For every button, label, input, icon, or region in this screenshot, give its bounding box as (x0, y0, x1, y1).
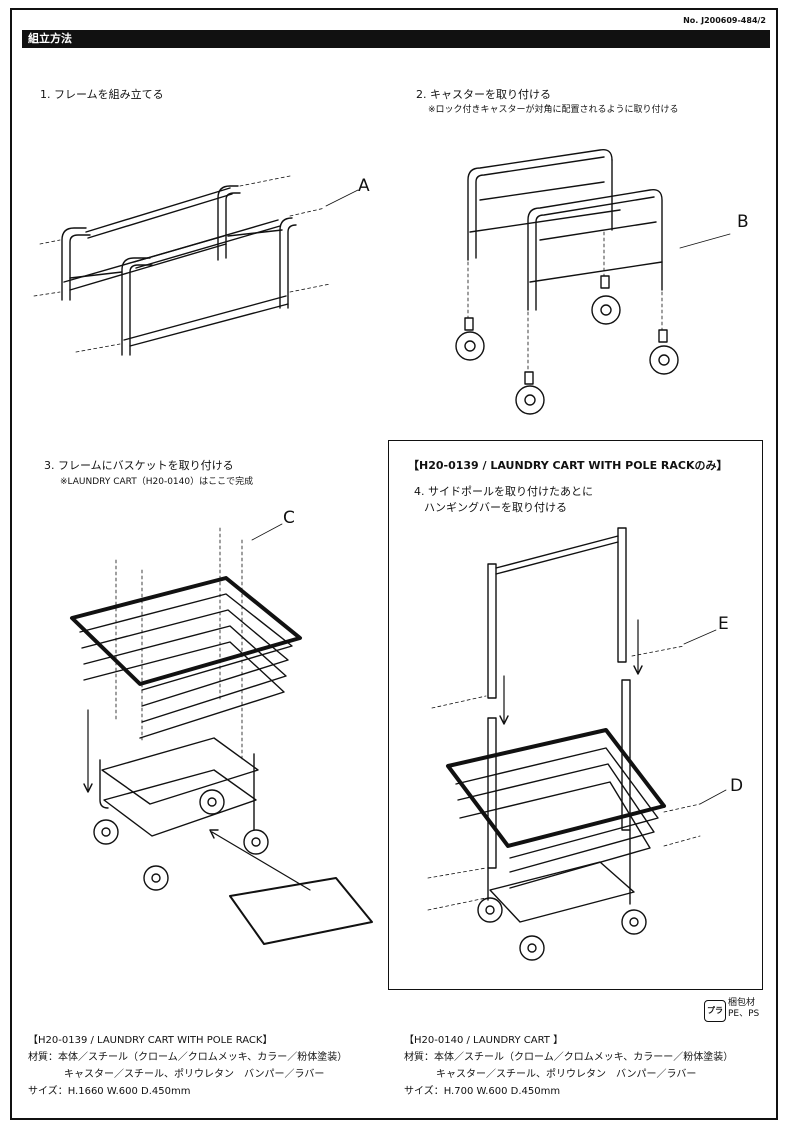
spec-left-material1: 材質：本体／スチール（クローム／クロムメッキ、カラー／粉体塗装） (28, 1052, 348, 1063)
part-letter-a: A (358, 176, 370, 196)
page-border (10, 8, 778, 1120)
spec-block-left: 【H20-0139 / LAUNDRY CART WITH POLE RACK】… (28, 1032, 347, 1100)
pole-rack-drawing-step4 (427, 527, 727, 961)
step-3-note: ※LAUNDRY CART（H20-0140）はここで完成 (60, 477, 254, 487)
spec-left-header: 【H20-0139 / LAUNDRY CART WITH POLE RACK】 (28, 1035, 273, 1046)
plastic-recycle-icon: プラ (704, 1000, 726, 1022)
spec-right-material1: 材質：本体／スチール（クローム／クロムメッキ、カラーー／粉体塗装） (404, 1052, 734, 1063)
step-2-label: 2. キャスターを取り付ける (416, 88, 551, 101)
page-title: 組立方法 (22, 30, 770, 48)
step-4-label-line1: 4. サイドポールを取り付けたあとに (414, 485, 593, 498)
packaging-info: 梱包材 PE、PS (728, 998, 759, 1020)
spec-left-material2: キャスター／スチール、ポリウレタン バンパー／ラバー (64, 1069, 325, 1080)
step-1-label: 1. フレームを組み立てる (40, 88, 164, 101)
part-letter-c: C (283, 508, 295, 528)
spec-right-size: サイズ：H.700 W.600 D.450mm (404, 1086, 561, 1097)
step-3-label: 3. フレームにバスケットを取り付ける (44, 459, 234, 472)
spec-right-header: 【H20-0140 / LAUNDRY CART 】 (404, 1035, 564, 1046)
frame-drawing-step2 (455, 149, 731, 415)
frame-drawing-step1 (33, 175, 359, 356)
spec-left-size: サイズ：H.1660 W.600 D.450mm (28, 1086, 191, 1097)
part-letter-d: D (730, 776, 744, 796)
packaging-line1: 梱包材 (728, 998, 756, 1008)
part-letter-b: B (737, 212, 749, 232)
step-4-label-line2: ハンギングバーを取り付ける (424, 501, 567, 514)
packaging-line2: PE、PS (728, 1009, 760, 1019)
spec-right-material2: キャスター／スチール、ポリウレタン バンパー／ラバー (436, 1069, 697, 1080)
pole-rack-header: 【H20-0139 / LAUNDRY CART WITH POLE RACKの… (408, 459, 728, 472)
part-letter-e: E (718, 614, 729, 634)
document-number: No. J200609-484/2 (683, 16, 766, 25)
basket-drawing-step3 (70, 523, 373, 945)
spec-block-right: 【H20-0140 / LAUNDRY CART 】 材質：本体／スチール（クロ… (404, 1032, 733, 1100)
step-2-note: ※ロック付きキャスターが対角に配置されるように取り付ける (428, 105, 679, 115)
pole-rack-section (388, 440, 763, 990)
